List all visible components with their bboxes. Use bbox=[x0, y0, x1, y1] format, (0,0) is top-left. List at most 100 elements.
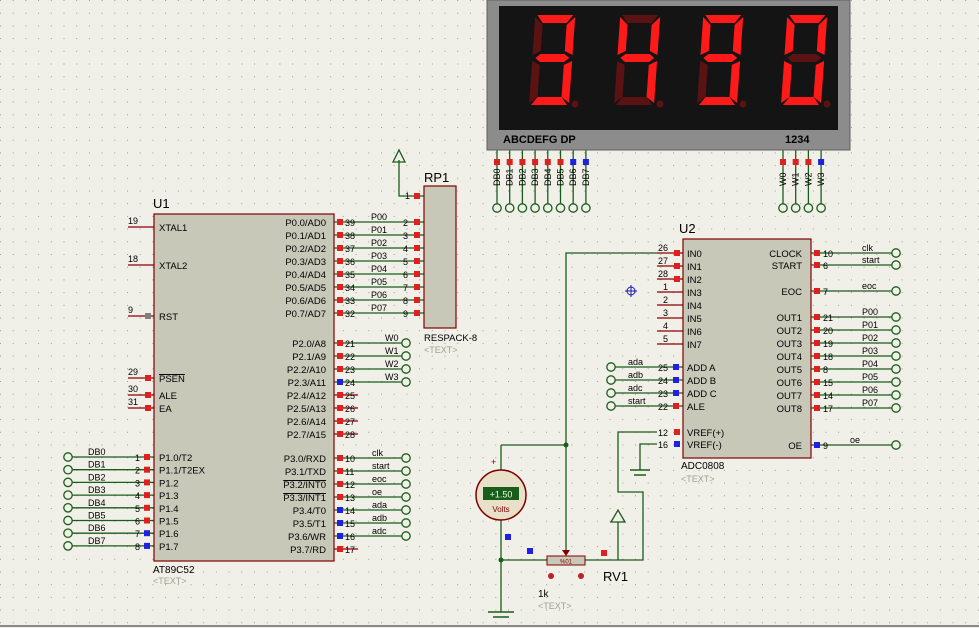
net-label-adc: adc bbox=[372, 526, 387, 536]
terminal-p05[interactable] bbox=[891, 377, 901, 387]
pin-label-db7: DB7 bbox=[581, 168, 591, 186]
terminal-db6[interactable] bbox=[63, 528, 73, 539]
u2-pin-name-out1: OUT1 bbox=[777, 313, 802, 324]
rp1-pin-state-1 bbox=[414, 193, 420, 199]
u1-pin-num-39: 39 bbox=[345, 218, 355, 228]
u1-pin-name-p2.2/a10: P2.2/A10 bbox=[287, 365, 326, 376]
u1-pin-state-35 bbox=[337, 271, 343, 277]
net-label-start: start bbox=[628, 396, 646, 406]
terminal-w2[interactable] bbox=[803, 203, 814, 213]
u2-pin-name-add-b: ADD B bbox=[687, 376, 716, 387]
terminal-db5[interactable] bbox=[63, 515, 73, 526]
u2-pin-state-17 bbox=[814, 405, 820, 411]
terminal-ada[interactable] bbox=[401, 505, 411, 515]
u2-pin-name-in4: IN4 bbox=[687, 301, 702, 312]
terminal-w1[interactable] bbox=[401, 351, 411, 361]
terminal-db7[interactable] bbox=[63, 541, 73, 551]
terminal-adb[interactable] bbox=[401, 518, 411, 528]
terminal-ada[interactable] bbox=[606, 362, 616, 372]
terminal-start[interactable] bbox=[401, 466, 411, 476]
terminal-eoc[interactable] bbox=[891, 286, 901, 296]
u1-pin-state-10 bbox=[337, 455, 343, 461]
terminal-w3[interactable] bbox=[816, 203, 826, 213]
u1-pin-state-9 bbox=[145, 313, 151, 319]
terminal-adb[interactable] bbox=[606, 375, 616, 385]
segment-g bbox=[535, 54, 570, 62]
decimal-point bbox=[656, 100, 664, 108]
u1-pin-num-26: 26 bbox=[345, 404, 355, 414]
wire-in0 bbox=[565, 252, 657, 445]
u1-pin-state-12 bbox=[337, 481, 343, 487]
u1-pin-name-p2.3/a11: P2.3/A11 bbox=[288, 378, 326, 389]
terminal-eoc[interactable] bbox=[401, 479, 411, 489]
terminal-p06[interactable] bbox=[891, 390, 901, 400]
u2-part: ADC0808 bbox=[681, 461, 725, 472]
terminal-p02[interactable] bbox=[891, 338, 901, 348]
terminal-p00[interactable] bbox=[891, 312, 901, 322]
u1-pin-state-34 bbox=[337, 284, 343, 290]
u1-body[interactable] bbox=[153, 213, 335, 562]
terminal-db2[interactable] bbox=[63, 477, 73, 488]
u1-pin-name-rst: RST bbox=[159, 312, 178, 323]
terminal-start[interactable] bbox=[891, 260, 901, 270]
rv1-inc-button[interactable] bbox=[578, 573, 584, 579]
rp1-pin-num-2: 2 bbox=[403, 218, 408, 228]
terminal-db3[interactable] bbox=[530, 203, 540, 213]
terminal-adc[interactable] bbox=[401, 531, 411, 541]
terminal-db7[interactable] bbox=[581, 203, 591, 213]
terminal-w2[interactable] bbox=[401, 364, 411, 374]
u2-pin-num-27: 27 bbox=[658, 256, 668, 266]
terminal-w3[interactable] bbox=[401, 377, 411, 387]
net-label-p07: P07 bbox=[371, 303, 387, 313]
terminal-p03[interactable] bbox=[891, 351, 901, 361]
terminal-db0[interactable] bbox=[63, 452, 73, 462]
u1-ref: U1 bbox=[153, 196, 170, 211]
terminal-db3[interactable] bbox=[63, 490, 73, 500]
u1-pin-state-7 bbox=[144, 530, 150, 537]
pin-state-db1 bbox=[506, 159, 513, 165]
u2-pin-state-12 bbox=[674, 429, 680, 435]
u2-pin-num-10: 10 bbox=[823, 249, 833, 259]
terminal-db0[interactable] bbox=[492, 203, 502, 213]
terminal-db5[interactable] bbox=[555, 203, 566, 213]
terminal-db4[interactable] bbox=[63, 502, 73, 513]
u1-pin-state-1 bbox=[144, 454, 150, 460]
terminal-db1[interactable] bbox=[504, 203, 515, 213]
rp1-body[interactable] bbox=[423, 185, 457, 329]
terminal-w1[interactable] bbox=[790, 203, 801, 213]
terminal-oe-u2[interactable] bbox=[891, 440, 901, 450]
u1-pin-num-15: 15 bbox=[345, 519, 355, 529]
u2-pin-state-14 bbox=[814, 392, 820, 398]
terminal-start[interactable] bbox=[606, 401, 616, 411]
terminal-oe[interactable] bbox=[401, 492, 411, 502]
terminal-db1[interactable] bbox=[63, 464, 73, 475]
u2-pin-num-14: 14 bbox=[823, 391, 833, 401]
u2-pin-name-start: START bbox=[772, 261, 802, 272]
terminal-p07[interactable] bbox=[891, 403, 901, 413]
terminal-p01[interactable] bbox=[891, 325, 901, 335]
terminal-w0[interactable] bbox=[778, 203, 788, 213]
u1-pin-num-7: 7 bbox=[135, 529, 140, 539]
rv1-dec-button[interactable] bbox=[548, 573, 554, 579]
segment-a bbox=[789, 15, 826, 23]
net-label-start: start bbox=[372, 461, 390, 471]
terminal-db6[interactable] bbox=[568, 203, 579, 213]
rv1-pin-state-3 bbox=[601, 550, 607, 556]
u2-body[interactable] bbox=[682, 238, 812, 459]
u2-pin-num-22: 22 bbox=[658, 402, 668, 412]
terminal-db2[interactable] bbox=[517, 203, 528, 213]
net-label-p05: P05 bbox=[371, 277, 387, 287]
u2-pin-num-24: 24 bbox=[658, 376, 668, 386]
terminal-p04[interactable] bbox=[891, 364, 901, 374]
terminal-adc[interactable] bbox=[606, 388, 616, 398]
terminal-clk[interactable] bbox=[401, 453, 411, 463]
net-label-w1: W1 bbox=[385, 346, 399, 356]
u1-pin-state-24 bbox=[337, 379, 343, 385]
u2-pin-num-23: 23 bbox=[658, 389, 668, 399]
terminal-db4[interactable] bbox=[542, 203, 553, 213]
u1-pin-state-38 bbox=[337, 232, 343, 238]
terminal-w0[interactable] bbox=[401, 338, 411, 348]
terminal-clk[interactable] bbox=[891, 248, 901, 258]
